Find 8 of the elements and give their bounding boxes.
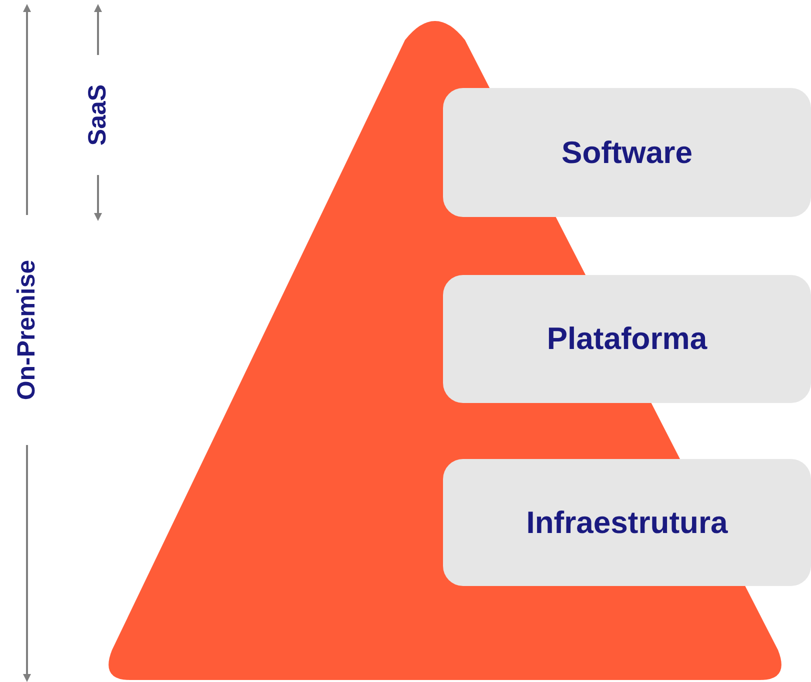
layer-label: Software (562, 134, 692, 170)
layer-box (443, 275, 811, 403)
layer-label: Plataforma (546, 321, 708, 357)
layer-box (443, 459, 811, 586)
layer-label: Infraestrutura (526, 504, 728, 540)
scope-label: On-Premise (12, 260, 42, 400)
layer-box (443, 88, 811, 217)
scope-label: SaaS (84, 84, 112, 146)
